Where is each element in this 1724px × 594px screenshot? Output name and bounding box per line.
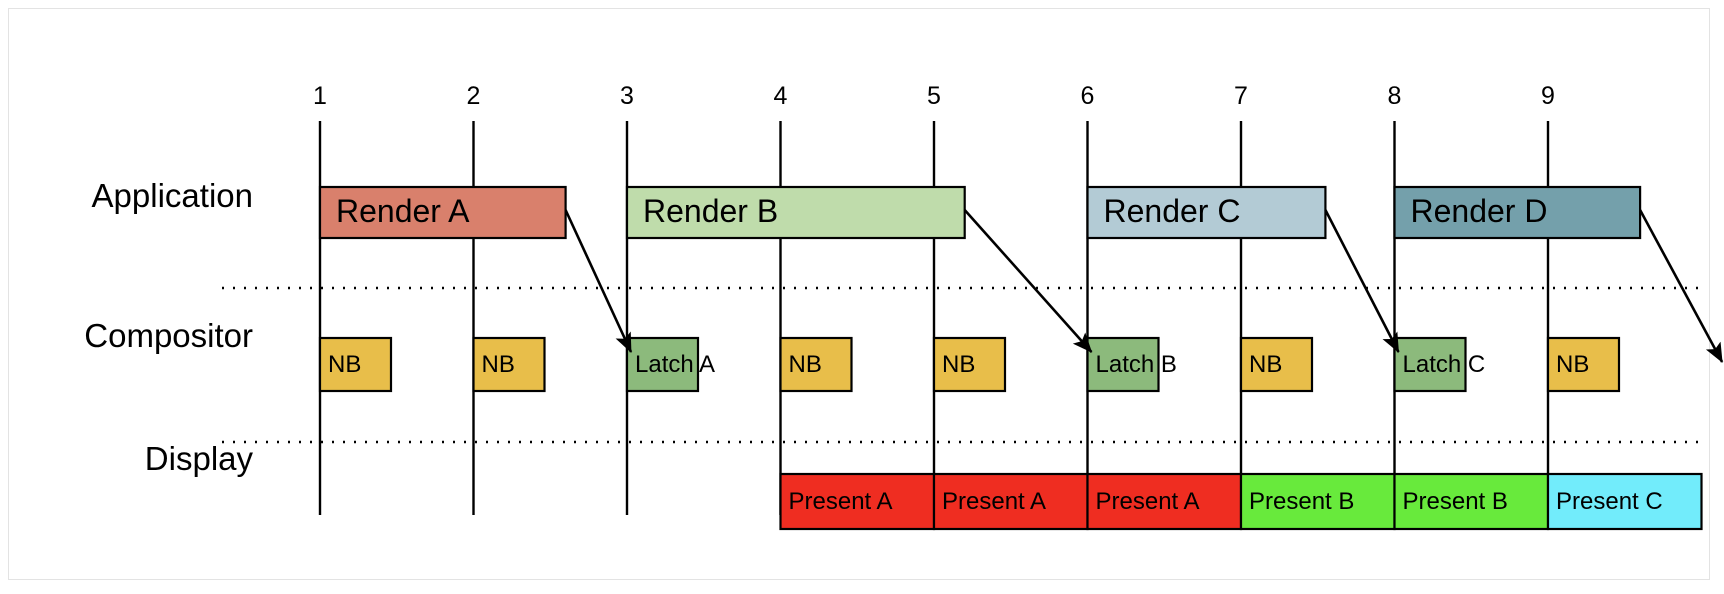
render-b-to-latch-b <box>963 209 1093 353</box>
tick-label-1: 1 <box>313 82 327 110</box>
application-box-render-d-label: Render D <box>1411 193 1548 229</box>
application-box-render-b: Render B <box>625 185 966 240</box>
compositor-box-nb-9-label: NB <box>1556 351 1589 378</box>
tick-label-9: 9 <box>1541 82 1555 110</box>
compositor-box-latch-c-8-rect <box>1393 336 1467 393</box>
display-box-present-c-9-label: Present C <box>1556 488 1663 515</box>
application-box-render-c: Render C <box>1086 185 1327 240</box>
tick-labels-group: 1 2 3 4 5 6 7 8 9 <box>313 82 1555 110</box>
render-a-to-latch-a <box>564 209 633 353</box>
render-d-to-offscreen <box>1638 209 1724 363</box>
application-box-render-a-label: Render A <box>336 193 470 229</box>
display-box-present-a-4: Present A <box>779 472 936 531</box>
compositor-box-nb-1-label: NB <box>328 351 361 378</box>
render-c-to-latch-c <box>1324 209 1400 353</box>
compositor-box-nb-7-label: NB <box>1249 351 1282 378</box>
compositor-box-latch-a-3-label: Latch A <box>635 351 715 378</box>
display-box-present-a-4-label: Present A <box>789 488 893 515</box>
display-box-present-b-8: Present B <box>1393 472 1550 531</box>
display-box-present-b-7-rect <box>1239 472 1396 531</box>
compositor-box-nb-5-rect <box>932 336 1007 393</box>
compositor-box-latch-a-3-rect <box>625 336 700 393</box>
compositor-box-nb-9: NB <box>1546 336 1621 393</box>
compositor-box-nb-4-label: NB <box>789 351 822 378</box>
tick-label-7: 7 <box>1234 82 1248 110</box>
application-box-render-b-label: Render B <box>643 193 778 229</box>
compositor-box-nb-2: NB <box>472 336 546 393</box>
application-box-render-c-label: Render C <box>1104 193 1241 229</box>
display-box-present-a-6-rect <box>1086 472 1243 531</box>
row-label-application: Application <box>92 177 253 214</box>
display-box-present-b-8-label: Present B <box>1403 488 1508 515</box>
display-box-present-b-8-rect <box>1393 472 1550 531</box>
compositor-box-latch-c-8-label: Latch C <box>1403 351 1486 378</box>
display-box-present-a-5-rect <box>932 472 1089 531</box>
row-label-compositor: Compositor <box>84 317 253 354</box>
display-box-present-a-6-label: Present A <box>1096 488 1200 515</box>
compositor-box-latch-c-8: Latch C <box>1393 336 1486 393</box>
display-box-present-b-7: Present B <box>1239 472 1396 531</box>
display-box-present-a-5: Present A <box>932 472 1089 531</box>
application-box-render-d: Render D <box>1393 185 1642 240</box>
compositor-box-nb-5-label: NB <box>942 351 975 378</box>
application-box-render-c-rect <box>1086 185 1327 240</box>
tick-label-4: 4 <box>774 82 788 110</box>
compositor-box-nb-4-rect <box>779 336 853 393</box>
tick-label-8: 8 <box>1388 82 1402 110</box>
compositor-box-nb-5: NB <box>932 336 1007 393</box>
application-boxes-group: Render A Render B Render C Render D <box>318 185 1642 240</box>
compositor-box-nb-1-rect <box>318 336 393 393</box>
compositor-box-latch-b-6-rect <box>1086 336 1160 393</box>
compositor-box-latch-b-6-label: Latch B <box>1096 351 1177 378</box>
tick-label-3: 3 <box>620 82 634 110</box>
compositor-boxes-group: NB NB Latch A NB NB Latch B NB Latch C NB <box>318 336 1621 393</box>
display-box-present-b-7-label: Present B <box>1249 488 1354 515</box>
application-box-render-b-rect <box>625 185 966 240</box>
display-box-present-a-6: Present A <box>1086 472 1243 531</box>
application-box-render-a-rect <box>318 185 567 240</box>
display-box-present-c-9: Present C <box>1546 472 1703 531</box>
application-box-render-a: Render A <box>318 185 567 240</box>
compositor-box-nb-1: NB <box>318 336 393 393</box>
timeline-vertical-lines <box>318 121 1550 515</box>
compositor-box-latch-a-3: Latch A <box>625 336 715 393</box>
compositor-box-nb-7-rect <box>1239 336 1314 393</box>
tick-label-6: 6 <box>1081 82 1095 110</box>
compositor-box-nb-2-rect <box>472 336 546 393</box>
row-label-display: Display <box>145 440 254 477</box>
arrows-group <box>564 209 1724 363</box>
display-box-present-a-4-rect <box>779 472 936 531</box>
tick-label-5: 5 <box>927 82 941 110</box>
display-boxes-group: Present A Present A Present A Present B Pres… <box>779 472 1703 531</box>
compositor-box-nb-9-rect <box>1546 336 1621 393</box>
compositor-box-latch-b-6: Latch B <box>1086 336 1177 393</box>
display-box-present-a-5-label: Present A <box>942 488 1046 515</box>
application-box-render-d-rect <box>1393 185 1642 240</box>
tick-label-2: 2 <box>467 82 481 110</box>
compositor-box-nb-2-label: NB <box>482 351 515 378</box>
compositor-box-nb-4: NB <box>779 336 853 393</box>
display-box-present-c-9-rect <box>1546 472 1703 531</box>
compositor-box-nb-7: NB <box>1239 336 1314 393</box>
